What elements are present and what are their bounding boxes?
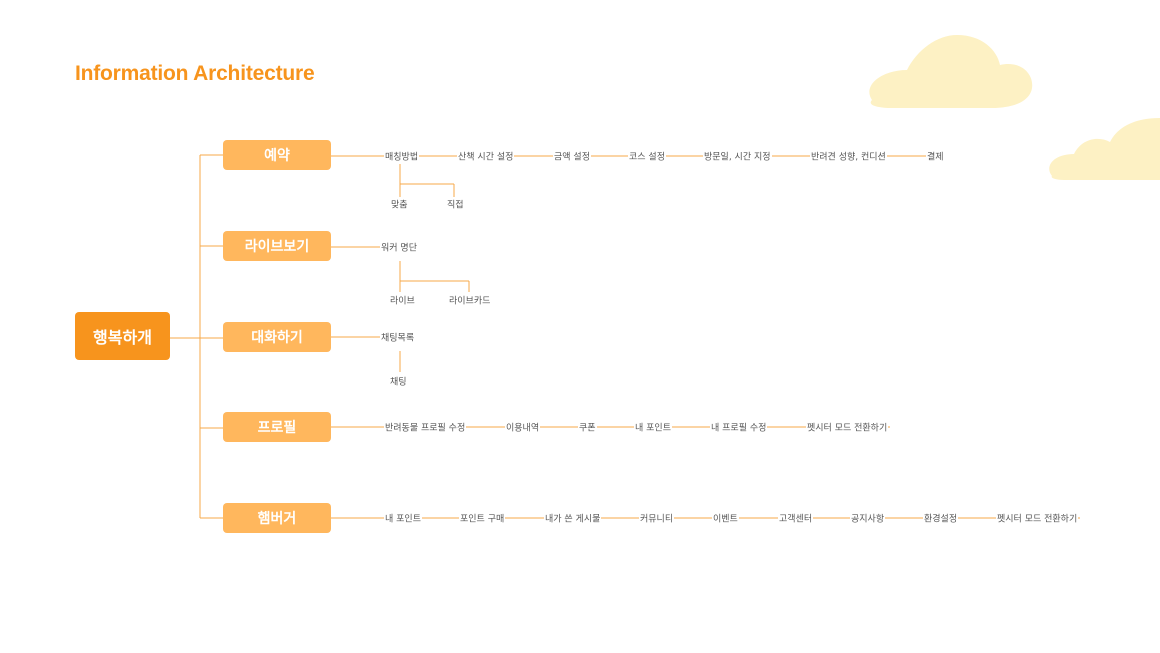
leaf-node: 펫시터 모드 전환하기 [996,511,1079,525]
leaf-node: 금액 설정 [553,149,591,163]
root-node: 행복하개 [75,312,170,360]
leaf-node: 포인트 구매 [459,511,506,525]
leaf-node: 커뮤니티 [639,511,675,525]
leaf-node: 쿠폰 [578,420,597,434]
leaf-node: 고객센터 [778,511,814,525]
leaf-node: 채팅 [389,374,408,388]
leaf-node: 매칭방법 [384,149,420,163]
category-hamburger: 햄버거 [223,503,331,533]
leaf-node: 환경설정 [923,511,959,525]
leaf-node: 내가 쓴 게시물 [544,511,602,525]
leaf-node: 펫시터 모드 전환하기 [806,420,889,434]
leaf-node: 직접 [446,197,465,211]
leaf-node: 코스 설정 [628,149,666,163]
leaf-node: 이벤트 [712,511,739,525]
leaf-node: 워커 명단 [380,240,418,254]
page-title: Information Architecture [75,62,315,85]
leaf-node: 이용내역 [505,420,541,434]
leaf-node: 공지사항 [850,511,886,525]
category-live: 라이브보기 [223,231,331,261]
leaf-node: 채팅목록 [380,330,416,344]
leaf-node: 반려동물 프로필 수정 [384,420,467,434]
category-profile: 프로필 [223,412,331,442]
leaf-node: 결제 [926,149,945,163]
leaf-node: 반려견 성향, 컨디션 [810,149,887,163]
leaf-node: 산책 시간 설정 [457,149,515,163]
category-reservation: 예약 [223,140,331,170]
leaf-node: 맞춤 [390,197,409,211]
leaf-node: 내 프로필 수정 [710,420,768,434]
leaf-node: 라이브카드 [448,293,492,307]
leaf-node: 내 포인트 [384,511,422,525]
cloud-illustration [1049,118,1160,180]
cloud-illustration [869,35,1033,108]
leaf-node: 내 포인트 [634,420,672,434]
category-chat: 대화하기 [223,322,331,352]
leaf-node: 라이브 [389,293,416,307]
leaf-node: 방문일, 시간 지정 [703,149,772,163]
